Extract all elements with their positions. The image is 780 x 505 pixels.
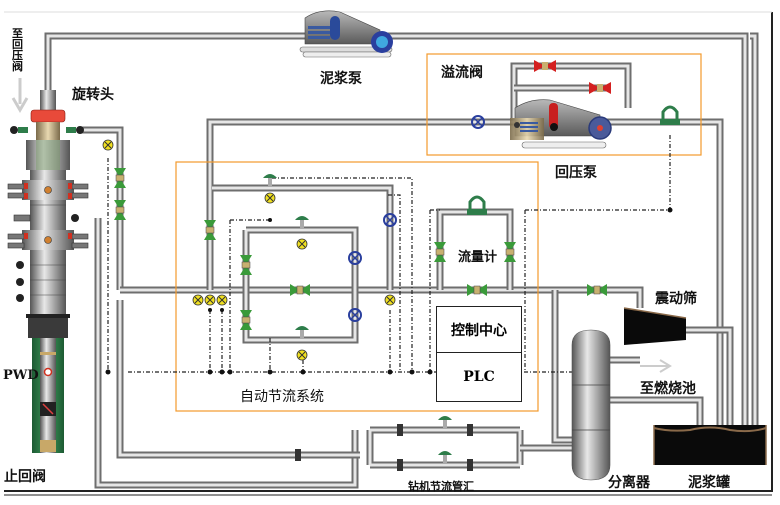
rotating-head-outflow (82, 126, 124, 290)
check-valve-label: 止回阀 (4, 469, 46, 485)
control-center-box[interactable]: 控制中心 (436, 306, 522, 354)
choke-upper-bypass (212, 184, 394, 290)
manifold-valve[interactable] (397, 424, 403, 436)
flowmeter-icon (661, 105, 679, 122)
backpressure-pump-box (426, 53, 702, 156)
shale-shaker-label: 震动筛 (655, 291, 697, 307)
outer-frame (4, 11, 773, 496)
mud-pump (299, 10, 393, 58)
pwd-label: PWD (3, 368, 39, 383)
to-flare-arrow-icon (640, 359, 672, 373)
mud-pump-line (44, 32, 749, 430)
choke-loop (242, 226, 359, 344)
gate-valve[interactable] (471, 115, 485, 129)
shaker-to-tank (686, 326, 734, 430)
mud-tank (653, 425, 767, 465)
backpressure-line (206, 118, 724, 430)
wellhead-stack (7, 90, 89, 453)
signal-lines (107, 135, 671, 373)
annulus-return (94, 218, 359, 489)
fittings (102, 60, 680, 471)
actuator-icon (295, 216, 309, 220)
relief-valve-label: 溢流阀 (441, 65, 483, 81)
backpressure-pump (510, 99, 612, 149)
flowmeter-label: 流量计 (458, 250, 498, 265)
separator-vessel (571, 329, 611, 481)
rig-choke-manifold-label: 钻机节流管汇 (408, 480, 474, 493)
manifold-valve[interactable] (295, 449, 301, 461)
pipe-network (44, 32, 759, 489)
auto-choke-system-box (175, 161, 539, 412)
gate-valve[interactable] (348, 308, 362, 322)
shale-shaker (623, 307, 687, 345)
valve-stem[interactable] (300, 220, 304, 228)
rig-choke-manifold-pipes (366, 426, 524, 469)
gate-valve[interactable] (383, 213, 397, 227)
separator-feed (551, 290, 572, 444)
actuator-icon (438, 451, 452, 455)
mud-pump-label: 泥浆泵 (320, 71, 362, 87)
valve-stem[interactable] (443, 455, 447, 463)
separator-to-tank (610, 396, 704, 430)
mud-tank-label: 泥浆罐 (688, 475, 730, 491)
to-backpressure-valve-label: 至回压阀 (12, 27, 23, 73)
gate-valve[interactable] (348, 251, 362, 265)
valve-stem[interactable] (443, 420, 447, 428)
auto-choke-system-label: 自动节流系统 (240, 389, 324, 405)
manifold-valve[interactable] (467, 459, 473, 471)
valve-stem[interactable] (268, 178, 272, 186)
separator-label: 分离器 (608, 475, 650, 491)
manifold-valve[interactable] (397, 459, 403, 471)
valve-stem[interactable] (300, 330, 304, 338)
to-flare-pit-label: 至燃烧池 (640, 381, 696, 397)
mud-pump-return-line (750, 32, 759, 430)
down-arrow-icon (11, 78, 29, 113)
actuator-icon (438, 416, 452, 420)
relief-loop-outer (510, 62, 632, 118)
flowmeter-icon (468, 195, 486, 212)
plc-box[interactable]: PLC (436, 352, 522, 402)
rotating-head-label: 旋转头 (72, 87, 114, 103)
actuator-icon (295, 326, 309, 330)
actuator-icon (263, 174, 277, 178)
signal-nodes (105, 207, 673, 375)
manifold-valve[interactable] (467, 424, 473, 436)
lower-return (116, 300, 300, 459)
backpressure-pump-label: 回压泵 (555, 165, 597, 181)
